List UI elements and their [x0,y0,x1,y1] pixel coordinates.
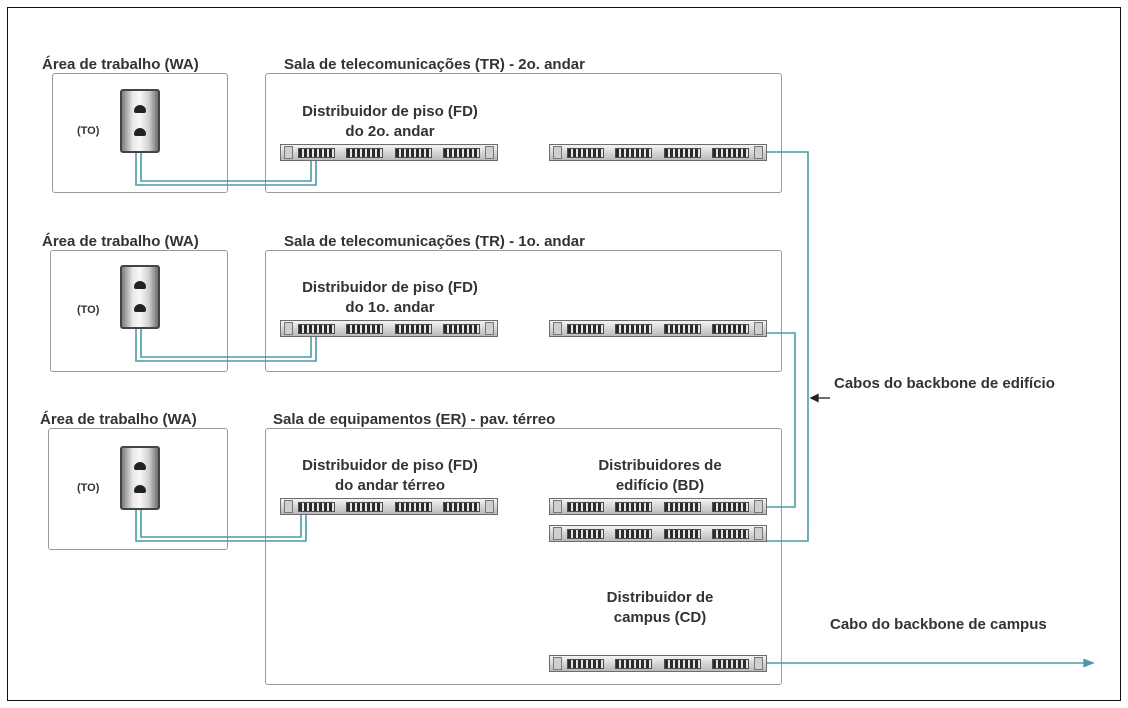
patch-panel-bd-1 [549,498,767,515]
telecom-room-box-2nd-floor [265,73,782,193]
cd-label: Distribuidor de campus (CD) [606,589,714,626]
room-label-2nd-floor: Sala de telecomunicações (TR) - 2o. anda… [284,56,585,73]
backbone-cable-1st-floor [767,332,796,508]
horizontal-cable-2nd-floor [135,153,317,186]
patch-panel-cd [549,655,767,672]
telecom-outlet-icon-2nd-floor [120,89,160,153]
building-backbone-label: Cabos do backbone de edifício [834,375,1055,392]
work-area-box-ground-floor [48,428,228,550]
patch-panel-bd-2 [549,525,767,542]
patch-panel-fd-ground-floor [280,498,498,515]
building-backbone-arrow-icon [809,393,819,403]
patch-panel-fd-1st-floor [280,320,498,337]
diagram-frame [7,7,1121,701]
work-area-label-1st-floor: Área de trabalho (WA) [42,233,199,250]
patch-panel-backbone-2nd-floor [549,144,767,161]
bd-label: Distribuidores de edifício (BD) [598,457,722,494]
horizontal-cable-ground-floor [135,510,307,542]
fd-label-ground-floor: Distribuidor de piso (FD) do andar térre… [302,457,478,494]
arrows [809,393,1095,668]
horizontal-cable-1st-floor [135,329,317,362]
outlet-label-ground-floor: (TO) [77,482,100,494]
patch-panel-backbone-1st-floor [549,320,767,337]
patch-panel-fd-2nd-floor [280,144,498,161]
fd-label-1st-floor: Distribuidor de piso (FD) do 1o. andar [302,279,478,316]
campus-backbone-label: Cabo do backbone de campus [830,616,1047,633]
outlet-label-1st-floor: (TO) [77,304,100,316]
work-area-label-2nd-floor: Área de trabalho (WA) [42,56,199,73]
telecom-outlet-icon-ground-floor [120,446,160,510]
backbone-cable-2nd-floor [767,151,809,542]
work-area-label-ground-floor: Área de trabalho (WA) [40,411,197,428]
fd-label-2nd-floor: Distribuidor de piso (FD) do 2o. andar [302,103,478,140]
equipment-room-box-ground [265,428,782,685]
campus-backbone-arrow-icon [1083,658,1095,668]
outlet-label-2nd-floor: (TO) [77,125,100,137]
room-label-1st-floor: Sala de telecomunicações (TR) - 1o. anda… [284,233,585,250]
work-area-box-2nd-floor [52,73,228,193]
telecom-room-box-1st-floor [265,250,782,372]
room-label-ground-floor: Sala de equipamentos (ER) - pav. térreo [273,411,556,428]
telecom-outlet-icon-1st-floor [120,265,160,329]
work-area-box-1st-floor [50,250,228,372]
